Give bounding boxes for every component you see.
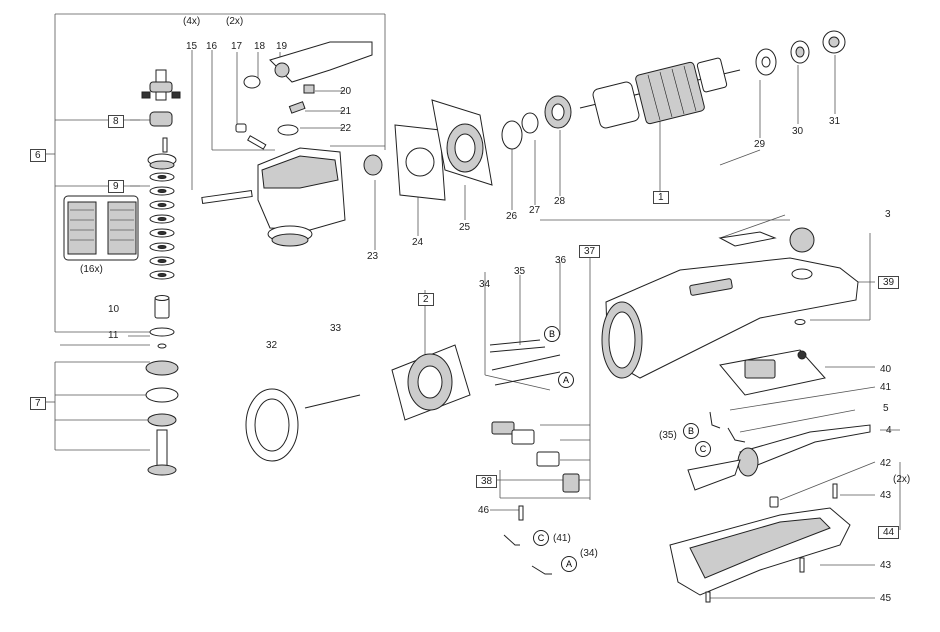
callout-8: 8	[108, 115, 124, 128]
callout-4: 4	[886, 425, 892, 436]
callout-33: 33	[330, 323, 342, 334]
callout-2: 2	[418, 293, 434, 306]
connector-a-bottom: A	[561, 556, 577, 572]
callout-18: 18	[254, 41, 266, 52]
callout-38: 38	[476, 475, 498, 488]
needle-bearing	[63, 195, 139, 261]
ref-34: (34)	[580, 548, 598, 559]
callout-36: 36	[555, 255, 567, 266]
callout-1: 1	[653, 191, 669, 204]
callout-43-upper: 43	[880, 490, 892, 501]
cord-guard	[687, 424, 871, 491]
callout-20: 20	[340, 86, 352, 97]
callout-24: 24	[412, 237, 424, 248]
armature	[579, 30, 846, 129]
callout-34: 34	[479, 279, 491, 290]
callout-26: 26	[506, 211, 518, 222]
connector-c-bottom: C	[533, 530, 549, 546]
connector-b-ref: B	[683, 423, 699, 439]
connector-c-ref: C	[695, 441, 711, 457]
callout-22: 22	[340, 123, 352, 134]
callout-10: 10	[108, 304, 120, 315]
connector-a-circle: A	[558, 372, 574, 388]
callout-31: 31	[829, 116, 841, 127]
callout-3: 3	[885, 209, 891, 220]
callout-6: 6	[30, 149, 46, 162]
washer-stack	[149, 172, 175, 280]
callout-29: 29	[754, 139, 766, 150]
callout-11: 11	[108, 330, 119, 341]
quantity-label-2x-right: (2x)	[893, 474, 911, 485]
motor-housing	[601, 227, 859, 379]
callout-30: 30	[792, 126, 804, 137]
callout-37: 37	[579, 245, 601, 258]
callout-42: 42	[880, 458, 892, 469]
callout-46: 46	[478, 505, 490, 516]
callout-17: 17	[231, 41, 243, 52]
stator-group	[245, 339, 580, 575]
ref-35: (35)	[659, 430, 677, 441]
ref-41: (41)	[553, 533, 571, 544]
callout-21: 21	[340, 106, 352, 117]
switch-electronics	[709, 349, 826, 443]
callout-9: 9	[108, 180, 124, 193]
callout-28: 28	[554, 196, 566, 207]
gear-head-housing	[201, 41, 383, 247]
leader-lines	[42, 13, 901, 599]
callout-19: 19	[276, 41, 288, 52]
callout-27: 27	[529, 205, 541, 216]
callout-23: 23	[367, 251, 379, 262]
callout-16: 16	[206, 41, 218, 52]
callout-44: 44	[878, 526, 900, 539]
callout-39: 39	[878, 276, 900, 289]
callout-43-lower: 43	[880, 560, 892, 571]
callout-40: 40	[880, 364, 892, 375]
quantity-label-4x: (4x)	[183, 16, 201, 27]
callout-7: 7	[30, 397, 46, 410]
callout-15: 15	[186, 41, 198, 52]
callout-25: 25	[459, 222, 471, 233]
callout-5: 5	[883, 403, 889, 414]
callout-35: 35	[514, 266, 526, 277]
quantity-label-16x: (16x)	[80, 264, 103, 275]
motor-flange	[394, 95, 572, 201]
callout-45: 45	[880, 593, 892, 604]
quantity-label-2x: (2x)	[226, 16, 244, 27]
callout-32: 32	[266, 340, 278, 351]
handle-shell	[669, 483, 851, 603]
callout-41: 41	[880, 382, 892, 393]
connector-b-circle: B	[544, 326, 560, 342]
spindle-stack	[141, 69, 181, 476]
